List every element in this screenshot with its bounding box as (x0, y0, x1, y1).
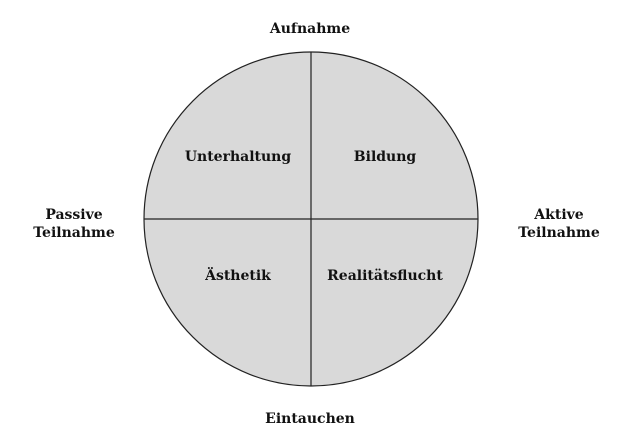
axis-label-bottom-text: Eintauchen (265, 411, 355, 427)
axis-label-left-line2: Teilnahme (33, 225, 115, 241)
quadrant-bottom-right-label: Realitätsflucht (327, 268, 443, 284)
axis-label-left: Passive Teilnahme (14, 206, 134, 242)
axis-label-top: Aufnahme (210, 20, 410, 38)
axis-label-left-line1: Passive (45, 207, 103, 223)
axis-label-top-text: Aufnahme (269, 21, 351, 37)
axis-label-right-line2: Teilnahme (518, 225, 600, 241)
quadrant-bottom-left-label: Ästhetik (204, 265, 271, 284)
quadrant-top-right-label: Bildung (354, 149, 417, 165)
axis-label-right-line1: Aktive (534, 207, 584, 223)
quadrant-top-left-label: Unterhaltung (185, 149, 292, 165)
axis-label-right: Aktive Teilnahme (494, 206, 624, 242)
axis-label-bottom: Eintauchen (210, 410, 410, 428)
